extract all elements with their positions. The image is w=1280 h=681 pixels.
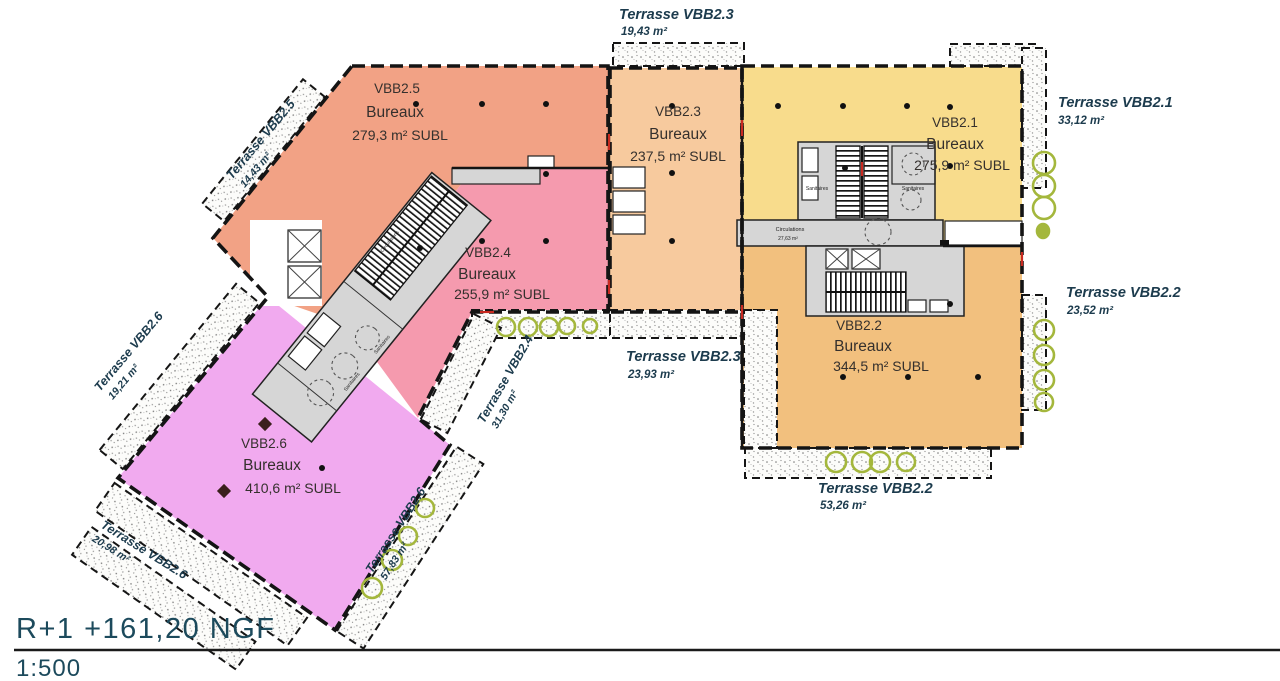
- svg-text:VBB2.4: VBB2.4: [465, 245, 511, 260]
- svg-text:VBB2.6: VBB2.6: [241, 436, 287, 451]
- svg-text:VBB2.1: VBB2.1: [932, 115, 978, 130]
- plants-layer: [360, 150, 1057, 600]
- svg-text:Terrasse VBB2.3: Terrasse VBB2.3: [619, 7, 734, 23]
- terrace-tanleft-band: [743, 309, 778, 449]
- circulation-bar: [736, 219, 944, 247]
- terrace-topleft-vbb25: [200, 77, 327, 223]
- svg-text:Bureaux: Bureaux: [458, 266, 516, 283]
- svg-text:Terrasse VBB2.2: Terrasse VBB2.2: [1066, 285, 1181, 301]
- zone-vbb24: [350, 168, 608, 418]
- circulations-label: Circulations: [776, 227, 805, 233]
- label-vbb21: VBB2.1 Bureaux 275,9 m² SUBL: [914, 115, 1010, 173]
- svg-text:410,6 m² SUBL: 410,6 m² SUBL: [245, 480, 341, 496]
- svg-text:23,93 m²: 23,93 m²: [627, 369, 675, 381]
- stair-run-right: [863, 145, 889, 219]
- svg-text:255,9 m² SUBL: 255,9 m² SUBL: [454, 286, 550, 302]
- columns-layer: [216, 101, 981, 499]
- terrace-botleft-vbb26-a: [93, 481, 309, 647]
- elevator-bank-vbb23: [612, 166, 646, 235]
- svg-text:237,5 m² SUBL: 237,5 m² SUBL: [630, 148, 726, 164]
- elevator-box: [287, 265, 322, 299]
- sanitaires-label-left: Sanitaires: [806, 186, 829, 192]
- svg-text:33,12 m²: 33,12 m²: [1058, 115, 1105, 127]
- terrace-top-vbb23: [612, 42, 745, 67]
- label-terrace-mid-vbb23: Terrasse VBB2.3 23,93 m²: [626, 349, 741, 381]
- svg-text:Bureaux: Bureaux: [649, 126, 707, 143]
- svg-text:19,43 m²: 19,43 m²: [621, 26, 668, 38]
- svg-text:344,5 m² SUBL: 344,5 m² SUBL: [833, 358, 929, 374]
- svg-text:Bureaux: Bureaux: [243, 457, 301, 474]
- svg-text:53,26 m²: 53,26 m²: [820, 500, 867, 512]
- svg-text:23,52 m²: 23,52 m²: [1066, 305, 1114, 317]
- left-core-band: Circulations Sanitaires Sanitaires: [251, 171, 492, 443]
- scale-label: 1:500: [16, 655, 81, 681]
- zone-vbb23: [610, 68, 742, 312]
- zone-labels: VBB2.5 Bureaux 279,3 m² SUBL VBB2.3 Bure…: [241, 81, 1010, 496]
- terrace-mid-vbb23: [609, 309, 758, 339]
- svg-text:Bureaux: Bureaux: [834, 338, 892, 355]
- terrace-left-vbb26: [98, 282, 261, 471]
- elevator-box: [851, 248, 881, 270]
- terrace-diag-vbb24: [419, 312, 503, 435]
- label-vbb22: VBB2.2 Bureaux 344,5 m² SUBL: [833, 318, 929, 374]
- label-terrace-top-vbb23: Terrasse VBB2.3 19,43 m²: [619, 7, 734, 38]
- red-ticks: [480, 120, 1024, 319]
- svg-text:Bureaux: Bureaux: [926, 136, 984, 153]
- svg-text:Terrasse VBB2.1: Terrasse VBB2.1: [1058, 95, 1173, 111]
- level-title: R+1 +161,20 NGF: [16, 613, 275, 645]
- terraces-layer: [70, 42, 1047, 671]
- svg-text:Terrasse VBB2.3: Terrasse VBB2.3: [626, 349, 741, 365]
- svg-text:VBB2.2: VBB2.2: [836, 318, 882, 333]
- sanitaires-label-right: Sanitaires: [902, 186, 925, 192]
- svg-text:275,9 m² SUBL: 275,9 m² SUBL: [914, 157, 1010, 173]
- circulations-area: 27,63 m²: [778, 236, 798, 242]
- label-terrace-right-vbb21: Terrasse VBB2.1 33,12 m²: [1058, 95, 1173, 127]
- svg-text:Terrasse VBB2.2: Terrasse VBB2.2: [818, 481, 933, 497]
- label-vbb25: VBB2.5 Bureaux 279,3 m² SUBL: [352, 81, 448, 143]
- svg-text:VBB2.3: VBB2.3: [655, 104, 701, 119]
- label-vbb23: VBB2.3 Bureaux 237,5 m² SUBL: [630, 104, 726, 164]
- label-terrace-right-vbb22: Terrasse VBB2.2 23,52 m²: [1066, 285, 1181, 317]
- elevator-box: [287, 229, 322, 263]
- label-vbb24: VBB2.4 Bureaux 255,9 m² SUBL: [454, 245, 550, 302]
- stair-run-left: [835, 145, 861, 219]
- svg-text:VBB2.5: VBB2.5: [374, 81, 420, 96]
- label-vbb26: VBB2.6 Bureaux 410,6 m² SUBL: [241, 436, 341, 496]
- title-block: R+1 +161,20 NGF 1:500: [14, 613, 1280, 681]
- svg-text:279,3 m² SUBL: 279,3 m² SUBL: [352, 127, 448, 143]
- svg-text:Bureaux: Bureaux: [366, 104, 424, 121]
- right-core: Sanitaires Sanitaires Circulations 27,63…: [736, 141, 1023, 317]
- elevator-box: [825, 248, 849, 270]
- label-terrace-bottom-vbb22: Terrasse VBB2.2 53,26 m²: [818, 481, 933, 512]
- terrace-botleft-vbb26-b: [70, 525, 257, 671]
